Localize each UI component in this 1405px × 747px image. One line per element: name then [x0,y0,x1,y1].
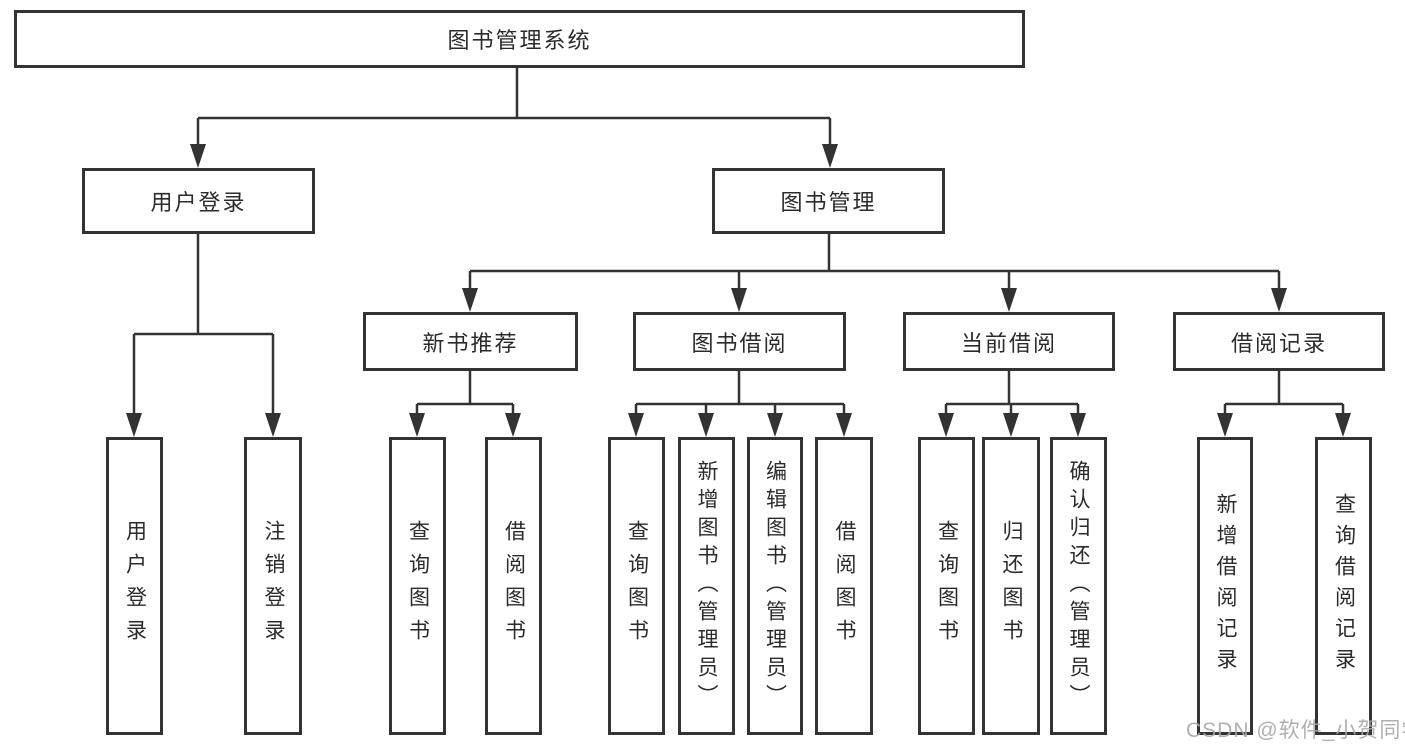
node-current-borrow: 当前借阅 [903,312,1115,371]
node-borrow-records: 借阅记录 [1173,312,1385,371]
leaf-confirm-return-admin: 确认归还（管理员） [1050,437,1107,735]
arrowheads [126,144,1351,437]
leaf-query-books-2: 查询图书 [608,437,665,735]
leaf-user-login: 用户登录 [106,437,163,735]
node-new-book-recommend: 新书推荐 [363,312,578,371]
leaf-add-borrow-record: 新增借阅记录 [1197,437,1253,735]
leaf-logout: 注销登录 [244,437,302,735]
leaf-return-books: 归还图书 [982,437,1040,735]
node-user-login: 用户登录 [82,168,315,234]
node-book-management: 图书管理 [712,168,945,234]
leaf-borrow-books-1: 借阅图书 [485,437,542,735]
node-book-borrow: 图书借阅 [633,312,846,371]
leaf-query-books-3: 查询图书 [918,437,975,735]
leaf-edit-books-admin: 编辑图书（管理员） [747,437,803,735]
leaf-query-books-1: 查询图书 [389,437,446,735]
tree-edges [132,68,1345,415]
csdn-watermark: CSDN @软件_小贺同学 [1186,719,1405,742]
node-root: 图书管理系统 [14,10,1025,68]
leaf-query-borrow-record: 查询借阅记录 [1315,437,1372,735]
leaf-add-books-admin: 新增图书（管理员） [678,437,735,735]
leaf-borrow-books-2: 借阅图书 [815,437,873,735]
